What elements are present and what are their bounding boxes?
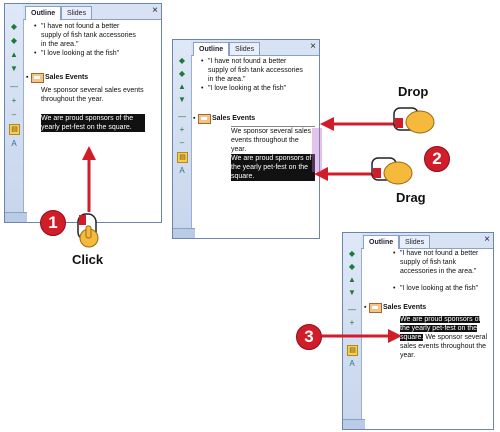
collapse-all-icon[interactable]: ‒ xyxy=(11,110,17,119)
collapse-all-icon[interactable]: ‒ xyxy=(349,331,355,340)
expand-icon[interactable]: + xyxy=(349,318,355,327)
expand-icon[interactable]: + xyxy=(11,96,17,105)
slide-title[interactable]: Sales Events xyxy=(383,304,427,311)
outline-pane-step2: ◆ ◆ ▲ ▼ — + ‒ ▤ A Outline Slides × • "I … xyxy=(172,39,320,239)
slide-title[interactable]: Sales Events xyxy=(45,74,89,81)
bullet-icon: • xyxy=(393,250,396,257)
bullet-icon: • xyxy=(34,23,37,30)
bullet-text-2[interactable]: "I love looking at the fish" xyxy=(400,285,479,292)
summary-slide-icon[interactable]: ▤ xyxy=(347,345,358,356)
promote-icon[interactable]: ◆ xyxy=(348,249,356,258)
slide-icon xyxy=(198,114,211,124)
promote-icon[interactable]: ◆ xyxy=(178,56,186,65)
outlining-toolbar: ◆ ◆ ▲ ▼ — + ‒ ▤ A xyxy=(343,233,362,429)
tab-outline[interactable]: Outline xyxy=(363,235,400,249)
bullet-icon: • xyxy=(201,85,204,92)
view-buttons[interactable] xyxy=(343,419,365,429)
summary-slide-icon[interactable]: ▤ xyxy=(177,152,188,163)
callout-2: 2 xyxy=(424,146,450,172)
bullet-icon: • xyxy=(393,285,396,292)
tab-slides[interactable]: Slides xyxy=(229,42,261,55)
collapse-icon[interactable]: — xyxy=(10,82,18,91)
label-drop: Drop xyxy=(398,84,429,99)
slide-icon xyxy=(369,303,382,313)
promote-icon[interactable]: ◆ xyxy=(10,22,18,31)
bullet-text-1[interactable]: "I have not found a better supply of fis… xyxy=(41,23,136,48)
outlining-toolbar: ◆ ◆ ▲ ▼ — + ‒ ▤ A xyxy=(173,40,192,238)
move-up-icon[interactable]: ▲ xyxy=(178,82,186,91)
move-down-icon[interactable]: ▼ xyxy=(10,64,18,73)
tab-slides[interactable]: Slides xyxy=(61,6,93,19)
demote-icon[interactable]: ◆ xyxy=(178,69,186,78)
slide-number: ▪ xyxy=(193,115,196,122)
show-formatting-icon[interactable]: A xyxy=(349,359,355,368)
selected-proud-text[interactable]: We are proud sponsors of the yearly pet-… xyxy=(231,154,315,181)
sponsor-text[interactable]: We sponsor several sales events througho… xyxy=(41,87,144,103)
close-icon[interactable]: × xyxy=(152,5,158,16)
selected-proud-text[interactable]: We are proud sponsors of the yearly pet-… xyxy=(41,114,145,132)
move-down-icon[interactable]: ▼ xyxy=(178,95,186,104)
close-icon[interactable]: × xyxy=(484,234,490,245)
slide-number: ▪ xyxy=(26,74,29,81)
mouse-drag-icon xyxy=(371,157,413,185)
bullet-icon: • xyxy=(201,58,204,65)
moved-paragraph[interactable]: We are proud sponsors of the yearly pet-… xyxy=(400,315,488,360)
pane-tabs: Outline Slides × xyxy=(191,40,319,56)
sponsor-text[interactable]: We sponsor several sales events througho… xyxy=(400,334,488,359)
mouse-click-icon xyxy=(77,213,99,248)
view-buttons[interactable] xyxy=(5,212,27,222)
label-click: Click xyxy=(72,252,104,267)
bullet-icon: • xyxy=(34,50,37,57)
slide-icon xyxy=(31,73,44,83)
bullet-text-2[interactable]: "I love looking at the fish" xyxy=(41,50,120,57)
slide-number: ▪ xyxy=(364,304,367,311)
move-up-icon[interactable]: ▲ xyxy=(10,50,18,59)
move-up-icon[interactable]: ▲ xyxy=(348,275,356,284)
bullet-text-1[interactable]: "I have not found a better supply of fis… xyxy=(208,58,303,83)
tab-outline[interactable]: Outline xyxy=(193,42,230,56)
pane-tabs: Outline Slides × xyxy=(361,233,493,249)
mouse-drop-icon xyxy=(393,107,435,134)
move-down-icon[interactable]: ▼ xyxy=(348,288,356,297)
collapse-icon[interactable]: — xyxy=(178,112,186,121)
outline-pane-step3: ◆ ◆ ▲ ▼ — + ‒ ▤ A Outline Slides × • "I … xyxy=(342,232,494,430)
sponsor-text[interactable]: We sponsor several sales events througho… xyxy=(231,126,315,154)
expand-icon[interactable]: + xyxy=(179,125,185,134)
summary-slide-icon[interactable]: ▤ xyxy=(9,124,20,135)
pane-tabs: Outline Slides × xyxy=(23,4,161,20)
demote-icon[interactable]: ◆ xyxy=(348,262,356,271)
demote-icon[interactable]: ◆ xyxy=(10,36,18,45)
close-icon[interactable]: × xyxy=(310,41,316,52)
tab-outline[interactable]: Outline xyxy=(25,6,62,20)
callout-1: 1 xyxy=(40,210,66,236)
show-formatting-icon[interactable]: A xyxy=(179,166,185,175)
slide-title[interactable]: Sales Events xyxy=(212,115,256,122)
show-formatting-icon[interactable]: A xyxy=(11,139,17,148)
bullet-text-1[interactable]: "I have not found a better supply of fis… xyxy=(400,250,479,275)
drop-arrow-head xyxy=(320,117,334,131)
callout-3: 3 xyxy=(296,324,322,350)
collapse-all-icon[interactable]: ‒ xyxy=(179,138,185,147)
bullet-text-2[interactable]: "I love looking at the fish" xyxy=(208,85,287,92)
view-buttons[interactable] xyxy=(173,228,195,238)
collapse-icon[interactable]: — xyxy=(348,305,356,314)
outline-pane-step1: ◆ ◆ ▲ ▼ — + ‒ ▤ A Outline Slides × • "I … xyxy=(4,3,162,223)
tab-slides[interactable]: Slides xyxy=(399,235,431,248)
outlining-toolbar: ◆ ◆ ▲ ▼ — + ‒ ▤ A xyxy=(5,4,24,222)
label-drag: Drag xyxy=(396,190,426,205)
